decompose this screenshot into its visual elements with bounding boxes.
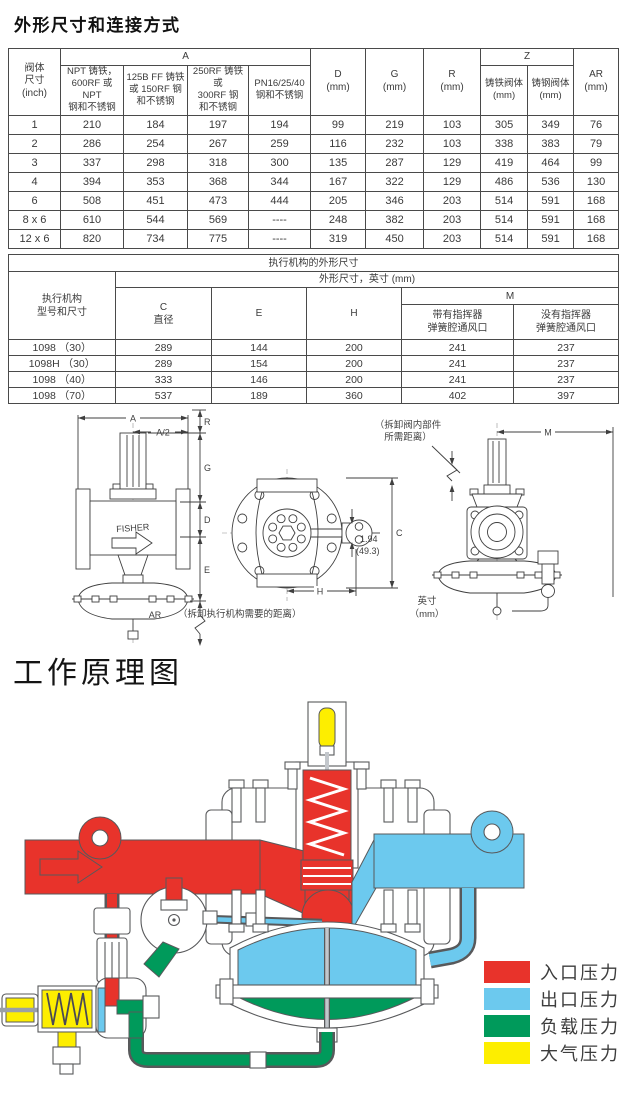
top-view-drawing: H C 1.94 (49.3): [222, 469, 403, 601]
col-header-m-without-pilot: 没有指挥器 弹簧腔通风口: [513, 304, 619, 340]
front-view-drawing: FISHER A A/2 R G D E: [72, 409, 302, 646]
note-trim-removal-line2: 所需距离）: [384, 431, 432, 443]
col-header-c: C 直径: [115, 287, 212, 340]
dimensions-table: 阀体 尺寸 (inch) A D (mm) G (mm) R (mm) Z AR…: [8, 48, 620, 249]
legend-label-inlet: 入口压力: [540, 963, 620, 983]
actuator-dimensions-table: 执行机构的外形尺寸 执行机构 型号和尺寸 外形尺寸，英寸 (mm) C 直径 E…: [8, 254, 619, 404]
col-header-h: H: [306, 287, 402, 340]
legend: 入口压力 出口压力 负载压力 大气压力: [484, 961, 620, 1069]
dim-ar-label: AR: [149, 610, 162, 620]
principle-title: 工作原理图: [13, 657, 183, 690]
units-line2: （mm）: [410, 608, 445, 620]
col-header-a4: PN16/25/40 钢和不锈钢: [247, 65, 312, 116]
dim-g-label: G: [204, 463, 211, 473]
col-group-m: M: [401, 287, 619, 305]
legend-label-outlet: 出口压力: [540, 990, 620, 1010]
page-title: 外形尺寸和连接方式: [14, 16, 181, 35]
note-trim-removal-line1: （拆卸阀内部件: [375, 419, 442, 431]
col-header-r: R (mm): [423, 48, 482, 116]
flow-arrow-icon: [111, 531, 153, 555]
brand-label: FISHER: [116, 522, 150, 534]
dim-e-label: E: [204, 565, 210, 575]
principle-diagram: [0, 701, 525, 1075]
dimension-drawings: FISHER A A/2 R G D E: [72, 409, 614, 646]
flange-bolts: [228, 761, 421, 933]
load-piping: [128, 1020, 335, 1069]
legend-swatch-atm: [484, 1042, 530, 1064]
legend-swatch-inlet: [484, 961, 530, 983]
col-header-ar: AR (mm): [573, 48, 620, 116]
legend-item-outlet: 出口压力: [484, 988, 620, 1010]
pilot-regulator: [0, 977, 160, 1075]
table2-title: 执行机构的外形尺寸: [8, 254, 619, 272]
dim-r-label: R: [204, 417, 211, 427]
actuator-diaphragm-case: [215, 921, 439, 1043]
col-header-z2: 铸钢阀体 (mm): [527, 65, 575, 116]
col-header-a2: 125B FF 铸铁 或 150RF 钢 和不锈钢: [123, 65, 188, 116]
dim-a-half-label: A/2: [156, 428, 170, 438]
inlet-sensing-line: [93, 894, 131, 990]
dim-d-label: D: [204, 515, 211, 525]
units-line1: 英寸: [417, 595, 437, 607]
dim-h-label: H: [317, 587, 324, 597]
dim-c-label: C: [396, 528, 403, 538]
table2-subtitle: 外形尺寸，英寸 (mm): [115, 271, 619, 288]
col-header-m-with-pilot: 带有指挥器 弹簧腔通风口: [401, 304, 514, 340]
note-actuator-removal: （拆卸执行机构需要的距离）: [178, 608, 302, 620]
inlet-flow: [24, 769, 355, 943]
col-header-a1: NPT 铸铁， 600RF 或 NPT 钢和不锈钢: [60, 65, 124, 116]
col-header-a3: 250RF 铸铁或 300RF 钢 和不锈钢: [187, 65, 249, 116]
legend-item-atm: 大气压力: [484, 1042, 620, 1064]
side-view-drawing: M （拆卸阀内部件 所需距离）: [375, 419, 614, 620]
flow-direction-arrow-icon: [39, 850, 103, 884]
col-group-a: A: [59, 48, 312, 66]
col-header-g: G (mm): [365, 48, 425, 116]
col-group-z: Z: [480, 48, 575, 66]
col-header-z1: 铸铁阀体 (mm): [480, 65, 529, 116]
legend-item-load: 负载压力: [484, 1015, 620, 1037]
col-header-body-size: 阀体 尺寸 (inch): [8, 48, 61, 116]
col-header-actuator: 执行机构 型号和尺寸: [8, 271, 116, 340]
col-header-d: D (mm): [310, 48, 367, 116]
dim-a-label: A: [130, 414, 136, 424]
legend-swatch-outlet: [484, 988, 530, 1010]
outlet-flow: [205, 810, 525, 969]
legend-label-load: 负载压力: [540, 1017, 620, 1037]
bypass-valve: [140, 877, 218, 978]
legend-swatch-load: [484, 1015, 530, 1037]
offset-inches-label: 1.94: [360, 534, 378, 544]
offset-mm-label: (49.3): [356, 546, 380, 556]
legend-item-inlet: 入口压力: [484, 961, 620, 983]
col-header-e: E: [211, 287, 307, 340]
legend-label-atm: 大气压力: [540, 1044, 620, 1064]
dim-m-label: M: [544, 428, 552, 438]
